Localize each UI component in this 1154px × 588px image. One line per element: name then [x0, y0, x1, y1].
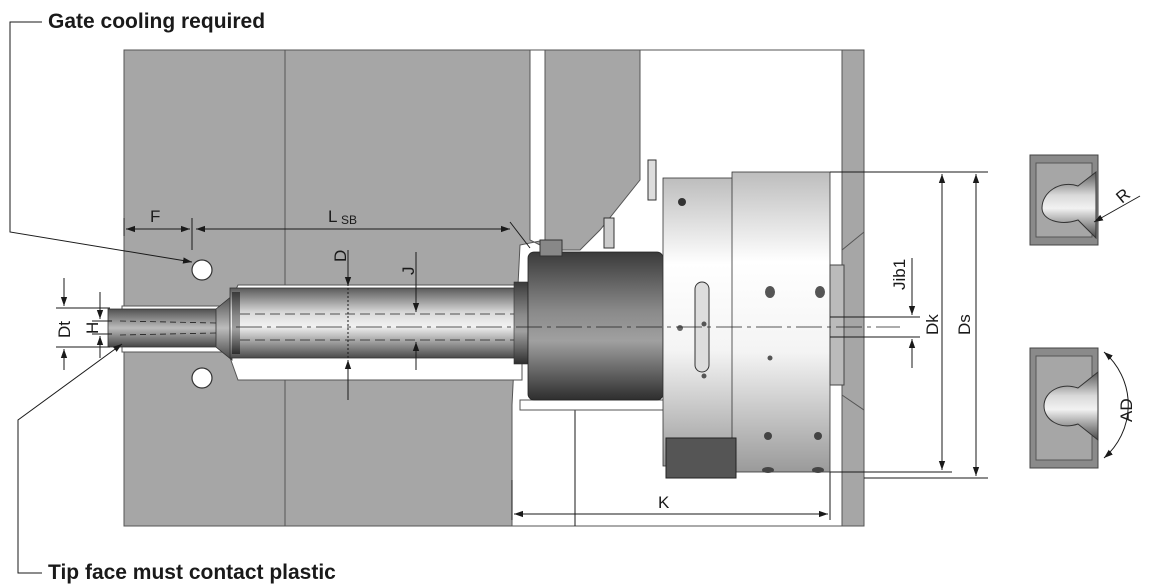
dim-Dt: Dt — [55, 278, 110, 370]
dim-Jib1: Jib1 — [830, 258, 920, 368]
dim-Dk: Dk — [830, 171, 952, 473]
dim-LSB: L SB — [196, 207, 531, 249]
dim-K-label: K — [658, 493, 670, 512]
dim-H: H — [83, 292, 112, 358]
cylinder-housing — [665, 171, 845, 479]
dim-Dk-label: Dk — [923, 314, 942, 335]
flange — [662, 177, 736, 467]
dim-Ds: Ds — [864, 171, 988, 479]
dim-D: D — [331, 250, 352, 400]
dim-J-label: J — [399, 267, 418, 276]
cooling-hole-bottom — [191, 367, 213, 389]
dim-F-label: F — [150, 207, 160, 226]
dim-Ds-label: Ds — [955, 314, 974, 335]
dim-Dt-label: Dt — [55, 321, 74, 338]
nozzle-body — [229, 281, 560, 365]
actuator-collar — [527, 159, 664, 401]
dim-F: F — [123, 207, 193, 250]
dim-L-label: L — [328, 207, 337, 226]
dim-H-label: H — [83, 322, 102, 334]
nozzle-tip — [107, 295, 233, 361]
tip-face-label: Tip face must contact plastic — [48, 561, 336, 584]
dim-SB-label: SB — [341, 213, 357, 227]
callout-tip-face: Tip face must contact plastic — [17, 343, 336, 584]
cooling-hole-top — [191, 259, 213, 281]
dim-D-label: D — [331, 250, 350, 262]
detail-R-label: R — [1112, 185, 1134, 207]
detail-AD-label: AD — [1117, 398, 1136, 422]
dim-Jib1-label: Jib1 — [890, 259, 909, 290]
dim-K: K — [511, 472, 831, 520]
gate-cooling-label: Gate cooling required — [48, 10, 265, 33]
callout-gate-cooling: Gate cooling required — [9, 10, 265, 264]
cooling-holes — [191, 259, 213, 389]
detail-AD: AD — [1029, 347, 1136, 469]
dim-J: J — [399, 252, 420, 370]
detail-R: R — [1029, 154, 1141, 246]
